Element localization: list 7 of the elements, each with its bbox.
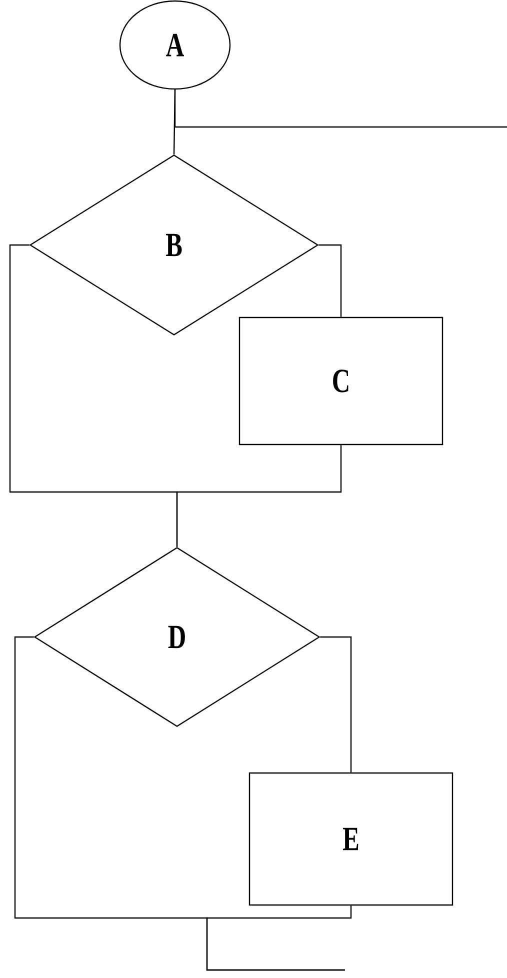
connector-line	[174, 90, 507, 128]
process-box: E	[248, 772, 454, 906]
connector-line	[206, 906, 352, 971]
connector-line	[176, 445, 342, 547]
process-box: C	[238, 316, 444, 446]
connector-line	[320, 636, 352, 772]
connector-line	[318, 244, 342, 317]
